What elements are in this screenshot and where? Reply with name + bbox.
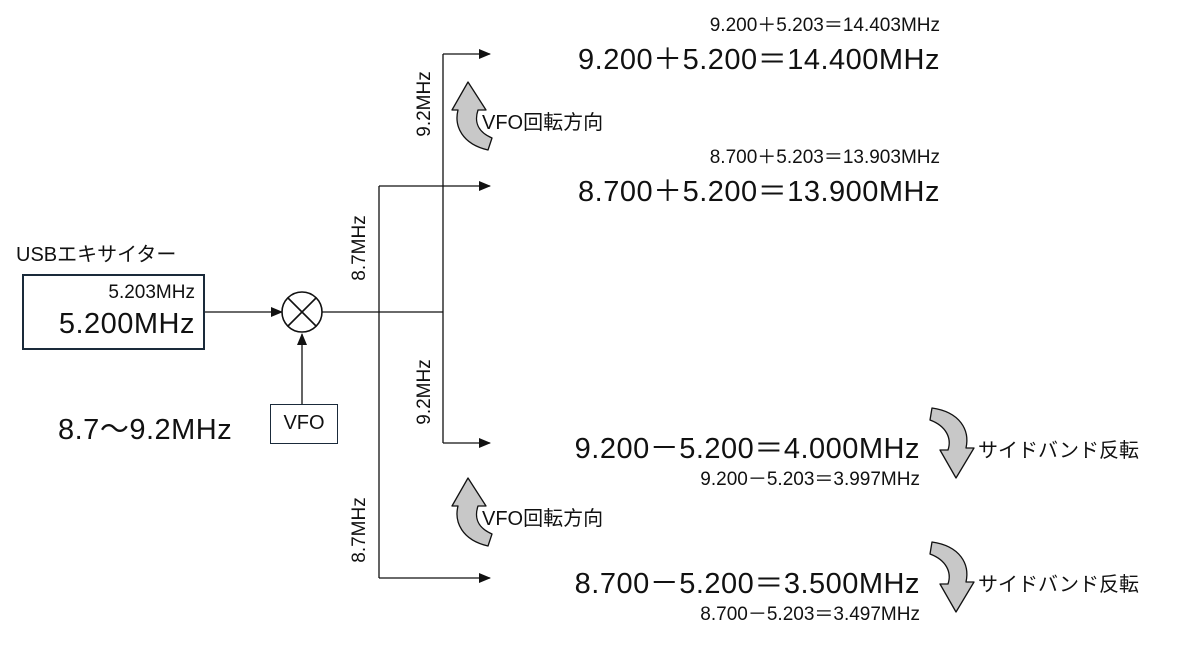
sum-high-large: 9.200＋5.200＝14.400MHz	[578, 44, 940, 76]
diff-high-large: 9.200－5.200＝4.000MHz	[574, 433, 920, 465]
vfo-label: VFO	[283, 412, 325, 434]
mixer-icon	[281, 291, 323, 333]
exciter-title: USBエキサイター	[16, 244, 177, 266]
sum-high-small: 9.200＋5.203＝14.403MHz	[709, 15, 940, 36]
vfo-range: 8.7～9.2MHz	[58, 414, 233, 446]
exciter-carrier-small: 5.203MHz	[108, 282, 195, 303]
curved-arrow-icon	[451, 81, 493, 151]
exciter-carrier-large: 5.200MHz	[58, 308, 195, 340]
sideband-inversion-2: サイドバンド反転	[978, 574, 1139, 596]
branch-label-lower-8-7: 8.7MHz	[349, 497, 370, 563]
vfo-rotation-upper: VFO回転方向	[482, 112, 604, 134]
branch-label-lower-9-2: 9.2MHz	[414, 359, 435, 425]
exciter-box: 5.203MHz 5.200MHz	[22, 274, 205, 350]
branch-label-upper-8-7: 8.7MHz	[349, 215, 370, 281]
vfo-box: VFO	[270, 404, 338, 444]
curved-arrow-icon	[929, 541, 975, 613]
curved-arrow-icon	[929, 407, 975, 479]
diff-high-small: 9.200－5.203＝3.997MHz	[700, 469, 920, 490]
diff-low-small: 8.700－5.203＝3.497MHz	[700, 604, 920, 625]
vfo-rotation-lower: VFO回転方向	[482, 508, 604, 530]
diff-low-large: 8.700－5.200＝3.500MHz	[574, 568, 920, 600]
sum-low-large: 8.700＋5.200＝13.900MHz	[578, 176, 940, 208]
branch-label-upper-9-2: 9.2MHz	[414, 71, 435, 137]
curved-arrow-icon	[451, 477, 493, 547]
sum-low-small: 8.700＋5.203＝13.903MHz	[709, 147, 940, 168]
sideband-inversion-1: サイドバンド反転	[978, 440, 1139, 462]
